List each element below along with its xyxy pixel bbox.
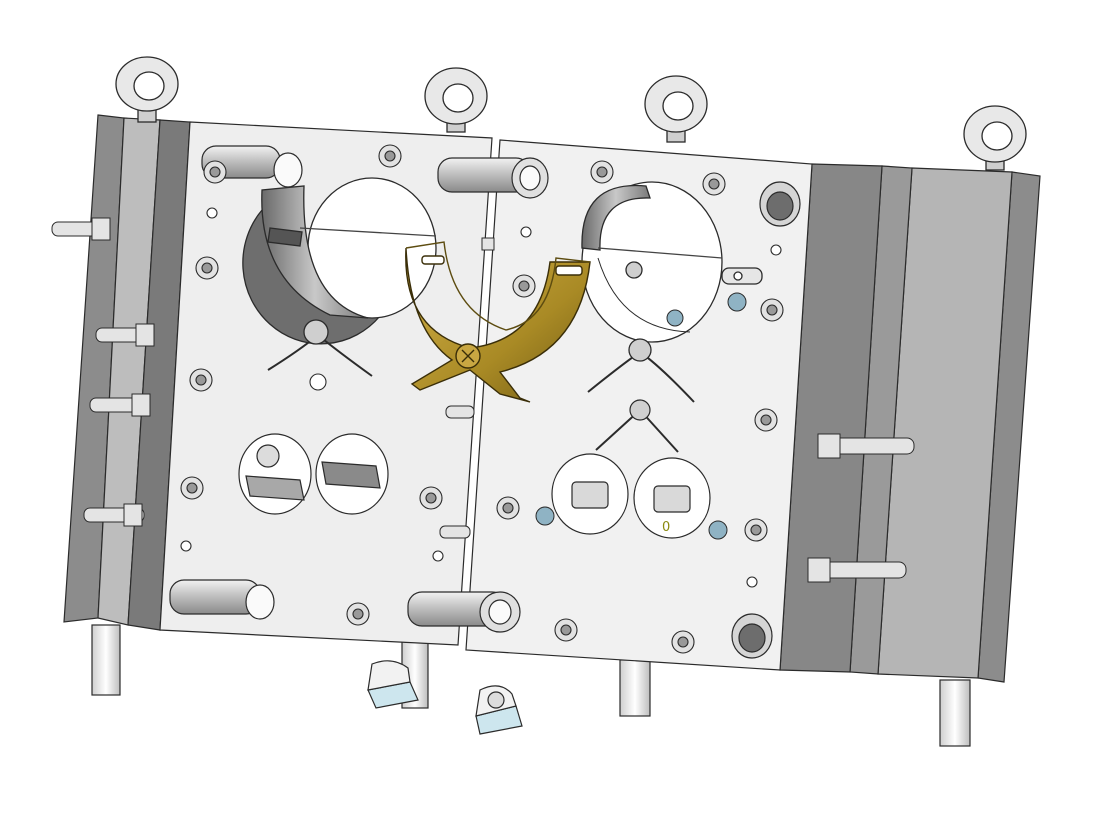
water-nipple-icon: [83, 503, 145, 527]
eye-bolt-icon: [963, 105, 1027, 171]
bolt-icon: [203, 160, 227, 184]
support-pillar: [939, 679, 971, 747]
guide-bushings: [731, 181, 801, 659]
support-pillar: [91, 624, 121, 696]
bolt-icon: [590, 160, 614, 184]
bolt-icon: [760, 298, 784, 322]
bolt-icon: [180, 476, 204, 500]
bolt-icon: [378, 144, 402, 168]
right-small-cavities: 0: [551, 399, 711, 539]
eye-bolt-icon: [115, 56, 179, 123]
left-small-cavities: [238, 433, 389, 515]
water-nipple-icon: [95, 323, 155, 347]
left-main-cavity: [242, 177, 437, 377]
bolt-icon: [189, 368, 213, 392]
ejected-clip: [475, 685, 523, 735]
guide-pillar-icon: [407, 591, 521, 633]
bolt-icon: [496, 496, 520, 520]
guide-pillar-icon: [169, 579, 275, 620]
right-main-cavity: [581, 181, 763, 403]
guide-pillar-icon: [437, 157, 549, 199]
eye-bolt-icon: [644, 75, 708, 143]
ejected-parts: [367, 660, 523, 735]
water-nipple-icon: [807, 557, 907, 583]
bolt-icon: [754, 408, 778, 432]
support-pillar: [619, 659, 651, 717]
water-nipple-icon: [89, 393, 151, 417]
water-nipple-icon: [817, 433, 915, 459]
bolt-icon: [554, 618, 578, 642]
eye-bolts: [115, 56, 1027, 171]
bolt-icon: [419, 486, 443, 510]
screws: [180, 144, 784, 654]
ejected-clip: [367, 660, 419, 709]
guide-pillars: [169, 145, 549, 633]
bolt-icon: [195, 256, 219, 280]
water-nipples: [51, 217, 915, 583]
bolt-icon: [512, 274, 536, 298]
cooling-holes: [535, 292, 747, 540]
clamp-part-icon: [405, 241, 591, 403]
bolt-icon: [346, 602, 370, 626]
bolt-icon: [744, 518, 768, 542]
cavity-marker: 0: [662, 520, 670, 535]
water-nipple-icon: [51, 217, 111, 241]
bolt-icon: [671, 630, 695, 654]
eye-bolt-icon: [424, 67, 488, 133]
bolt-icon: [702, 172, 726, 196]
